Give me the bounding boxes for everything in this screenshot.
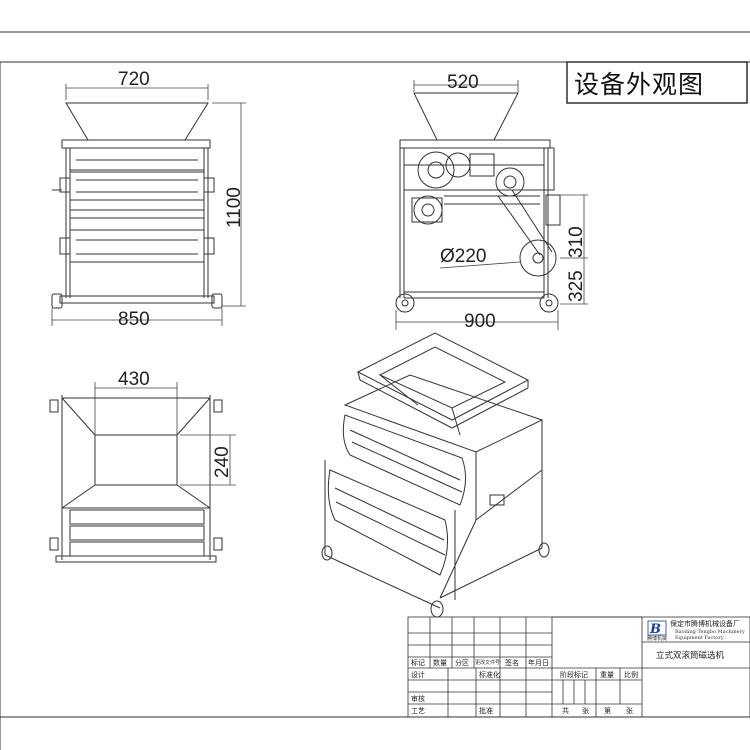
company-name-en-2: Equipment Factory [675, 635, 724, 641]
col-label-signature: 签名 [505, 658, 519, 667]
company-name-cn: 保定市腾博机械设备厂 [670, 619, 740, 628]
row-standard: 标准化 [479, 670, 500, 679]
total-label: 共 [562, 706, 569, 715]
plan-view [49, 395, 223, 563]
weight-label: 重量 [600, 671, 614, 679]
dim-front-top-width: 720 [118, 69, 150, 90]
col-label-zone: 分区 [455, 658, 469, 667]
row-review: 审核 [411, 694, 425, 703]
dim-side-lower-height: 325 [566, 270, 587, 302]
dim-side-pulley-dia: Ø220 [440, 246, 486, 267]
plan-dimensions [94, 382, 236, 486]
dim-front-base-width: 850 [118, 309, 150, 330]
row-approve: 批准 [479, 706, 493, 715]
front-view [51, 102, 223, 309]
dim-side-base-width: 900 [464, 311, 496, 332]
scale-label: 比例 [624, 670, 638, 679]
dim-plan-hopper-width: 430 [118, 369, 150, 390]
col-label-date: 年月日 [528, 658, 549, 667]
side-dimensions [395, 80, 588, 330]
col-label-quantity: 数量 [433, 658, 447, 667]
drawing-title: 设备外观图 [574, 70, 704, 99]
dim-front-height: 1100 [224, 187, 245, 228]
dim-side-upper-height: 310 [566, 226, 587, 258]
company-logo: B 腾博机械 [647, 620, 667, 642]
svg-text:B: B [649, 622, 661, 637]
page-label: 第 [604, 706, 611, 715]
title-block [407, 616, 750, 718]
product-name: 立式双滚筒磁选机 [656, 650, 725, 661]
dim-side-top-width: 520 [447, 72, 479, 93]
sheets-label-1: 张 [582, 706, 589, 715]
stage-mark-label: 阶段标记 [560, 670, 588, 679]
side-view [395, 92, 561, 313]
dim-plan-hopper-depth: 240 [212, 446, 233, 478]
row-process: 工艺 [411, 707, 425, 715]
front-dimensions [51, 84, 246, 326]
company-name-en-1: Baoding Tengbo Machinery [675, 629, 745, 635]
col-label-mark: 标记 [411, 658, 425, 667]
row-design: 设计 [411, 670, 425, 679]
logo-caption: 腾博机械 [647, 635, 667, 642]
drawing-title-box: 设备外观图 [566, 61, 748, 104]
col-label-change-doc: 更改文件号 [475, 659, 500, 666]
isometric-view [321, 332, 550, 618]
sheets-label-2: 张 [626, 706, 633, 715]
